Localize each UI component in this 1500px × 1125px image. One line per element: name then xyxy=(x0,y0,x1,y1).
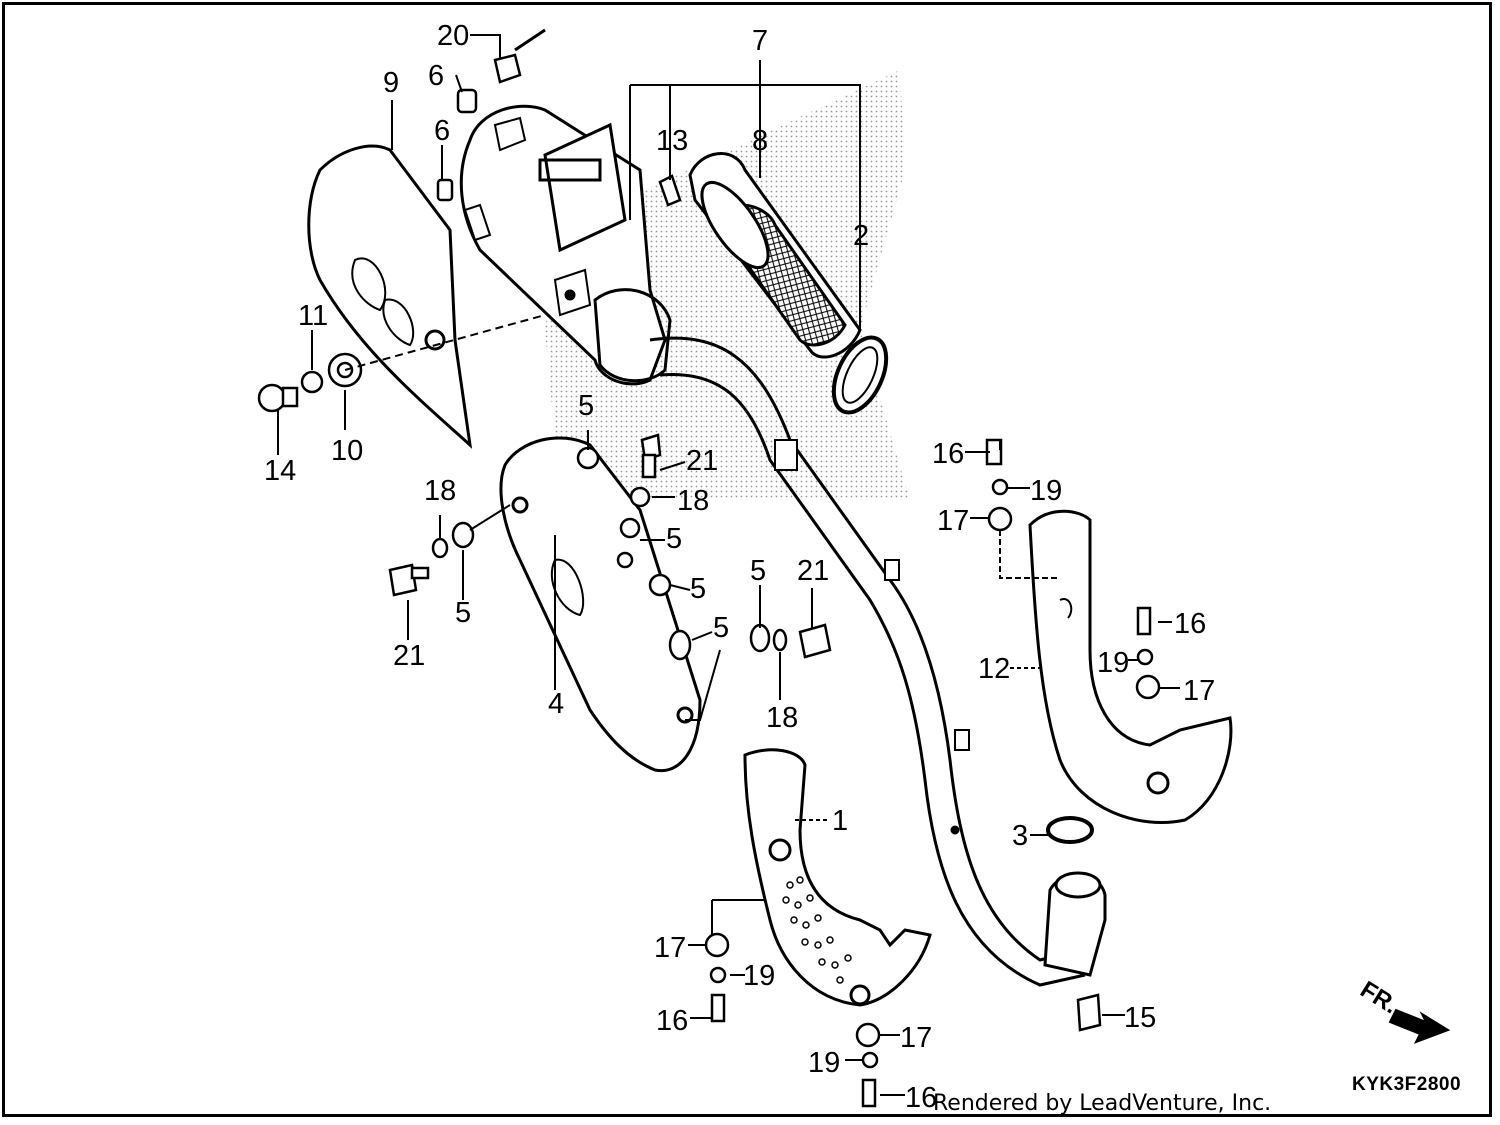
callout-11: 11 xyxy=(298,300,328,332)
callout-2: 2 xyxy=(853,220,869,252)
callout-10: 10 xyxy=(331,435,363,467)
callout-14: 14 xyxy=(264,455,296,487)
hardware xyxy=(257,28,1161,1108)
shaded-region xyxy=(545,70,910,500)
gasket-3 xyxy=(1046,816,1094,844)
diagram-code: KYK3F2800 xyxy=(1352,1074,1462,1095)
spark-arrester xyxy=(688,152,862,359)
callout-labels: 20 9 6 6 7 8 13 2 11 14 10 5 21 18 18 5 … xyxy=(264,20,1215,1114)
callout-18-left: 18 xyxy=(424,475,456,507)
callout-17-b: 17 xyxy=(1183,675,1215,707)
callout-19-d: 19 xyxy=(808,1047,840,1079)
callout-16-c: 16 xyxy=(656,1005,688,1037)
callout-19-b: 19 xyxy=(1097,647,1129,679)
callout-21-top: 21 xyxy=(686,445,718,477)
callout-19-c: 19 xyxy=(743,960,775,992)
callout-16-d: 16 xyxy=(905,1082,937,1114)
callout-3: 3 xyxy=(1012,820,1028,852)
callout-7: 7 xyxy=(752,25,768,57)
callout-18-top: 18 xyxy=(677,485,709,517)
credit-text: Rendered by LeadVenture, Inc. xyxy=(933,1091,1272,1116)
callout-8: 8 xyxy=(752,125,768,157)
pipe-guard-1-holes xyxy=(782,876,852,984)
callout-9: 9 xyxy=(383,67,399,99)
callout-16-b: 16 xyxy=(1174,608,1206,640)
callout-18-bottom: 18 xyxy=(766,702,798,734)
callout-17-c: 17 xyxy=(654,932,686,964)
callout-21-left: 21 xyxy=(393,640,425,672)
callout-20: 20 xyxy=(437,20,469,52)
pipe-guard-12 xyxy=(1028,509,1233,824)
front-direction-arrow-icon: FR. xyxy=(1356,976,1451,1044)
callout-16-a: 16 xyxy=(932,438,964,470)
muffler-guard-4 xyxy=(499,436,702,773)
callout-6-lower: 6 xyxy=(434,115,450,147)
callout-15: 15 xyxy=(1124,1002,1156,1034)
callout-13: 13 xyxy=(656,125,688,157)
callout-19-a: 19 xyxy=(1030,475,1062,507)
callout-17-d: 17 xyxy=(900,1022,932,1054)
muffler-body xyxy=(459,104,672,386)
callout-6-upper: 6 xyxy=(428,60,444,92)
callout-5-top: 5 xyxy=(578,390,594,422)
callout-17-a: 17 xyxy=(937,505,969,537)
callout-1: 1 xyxy=(832,805,848,837)
exhaust-pipe xyxy=(649,336,1107,987)
callout-12: 12 xyxy=(978,653,1010,685)
leader-lines xyxy=(277,34,1180,1096)
callout-5-a: 5 xyxy=(666,523,682,555)
callout-5-d: 5 xyxy=(750,555,766,587)
callout-5-c: 5 xyxy=(713,612,729,644)
callout-21-right: 21 xyxy=(797,555,829,587)
pipe-guard-1 xyxy=(743,748,932,1007)
callout-5-b: 5 xyxy=(690,573,706,605)
callout-4: 4 xyxy=(548,688,564,720)
callout-5-left: 5 xyxy=(455,597,471,629)
